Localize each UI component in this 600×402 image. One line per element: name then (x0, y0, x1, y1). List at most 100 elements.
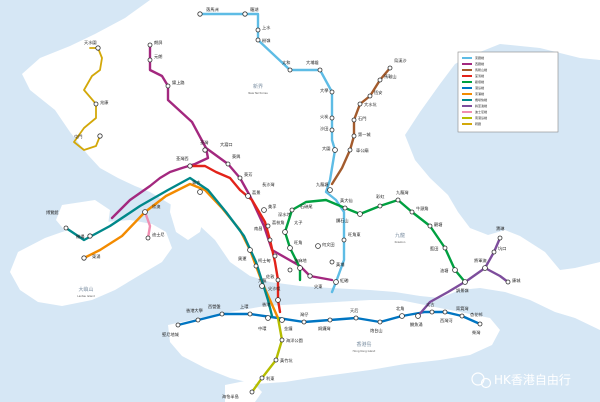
station-tai-wo[interactable] (287, 67, 293, 73)
station-kwun-tong[interactable] (427, 223, 433, 229)
station-wan-chai[interactable] (301, 319, 307, 325)
station-yuen-long[interactable] (147, 57, 153, 63)
station-sai-ying-pun[interactable] (219, 311, 225, 317)
station-university[interactable] (329, 89, 335, 95)
station-whampoa[interactable] (329, 259, 335, 265)
station-fanling[interactable] (255, 37, 261, 43)
station-choi-hung[interactable] (377, 203, 383, 209)
station-city-one[interactable] (351, 133, 357, 139)
station-olympic[interactable] (253, 263, 259, 269)
station-chai-wan[interactable] (477, 321, 483, 327)
station-hung-hom[interactable] (333, 279, 339, 285)
station-sheung-shui[interactable] (255, 27, 261, 33)
station-lam-tin[interactable] (442, 245, 448, 251)
station-yau-ma-tei[interactable] (297, 265, 303, 271)
station-south-horizons[interactable] (249, 389, 255, 395)
station-po-lam[interactable] (497, 235, 503, 241)
station-shek-mun[interactable] (351, 117, 357, 123)
station-airport[interactable] (87, 233, 93, 239)
station-mong-kok[interactable] (287, 245, 293, 251)
label-wu-kai-sha: 烏溪沙 (394, 57, 407, 64)
station-jordan[interactable] (275, 277, 281, 283)
station-kwai-fong[interactable] (237, 175, 243, 181)
station-cheung-sha-wan[interactable] (267, 237, 273, 243)
station-heng-on[interactable] (367, 93, 373, 99)
station-tai-shui-hang[interactable] (357, 101, 363, 107)
airport-express-line[interactable] (64, 176, 274, 318)
station-central[interactable] (265, 315, 271, 321)
stations (63, 11, 511, 395)
station-ngau-tau-kok[interactable] (409, 209, 415, 215)
station-tsuen-wan-west[interactable] (187, 163, 193, 169)
station-kam-sheung-road[interactable] (165, 83, 171, 89)
station-fo-tan[interactable] (329, 115, 335, 121)
station-kowloon[interactable] (259, 283, 265, 289)
station-kennedy-town[interactable] (175, 322, 181, 328)
region-hk-island: 香港島 (356, 341, 371, 348)
station-sai-wan-ho[interactable] (442, 309, 448, 315)
east-rail-line[interactable] (198, 12, 346, 294)
station-tung-chung[interactable] (81, 255, 87, 261)
label-tsuen-wan: 荃灣 (200, 139, 208, 146)
station-lok-ma-chau[interactable] (197, 11, 203, 17)
station-hang-hau[interactable] (491, 249, 497, 255)
station-kowloon-tong[interactable] (327, 187, 333, 193)
label-mong-kok: 旺角 (294, 239, 302, 246)
station-tseung-kwan-o[interactable] (482, 265, 488, 271)
station-lai-chi-kok[interactable] (265, 223, 271, 229)
label-fo-tan: 火炭 (320, 114, 328, 120)
station-north-point[interactable] (399, 313, 405, 319)
station-tiu-keng-leng[interactable] (462, 279, 468, 285)
station-shek-kip-mei[interactable] (289, 207, 295, 213)
station-lai-king[interactable] (245, 193, 251, 199)
station-sheung-wan[interactable] (247, 311, 253, 317)
station-kowloon-bay[interactable] (395, 197, 401, 203)
station-cwk-temple[interactable] (347, 147, 353, 153)
station-sunny-bay[interactable] (142, 209, 148, 215)
station-causeway-bay[interactable] (327, 317, 333, 323)
station-austin[interactable] (287, 267, 293, 273)
station-quarry-bay[interactable] (415, 313, 421, 319)
station-wong-tai-sin[interactable] (342, 205, 348, 211)
station-tai-wo-hau[interactable] (225, 161, 231, 167)
station-tsim-sha-tsui[interactable] (275, 297, 281, 303)
station-yau-tong[interactable] (452, 267, 458, 273)
station-sha-tin[interactable] (329, 127, 335, 133)
station-tin-shui-wai[interactable] (95, 45, 101, 51)
station-ho-man-tin[interactable] (315, 243, 321, 249)
station-lo-wu[interactable] (242, 11, 248, 17)
station-disneyland[interactable] (145, 235, 151, 241)
station-long-ping[interactable] (147, 42, 153, 48)
kwun-tong-line[interactable] (283, 198, 467, 284)
station-hku[interactable] (195, 317, 201, 323)
station-wu-kai-sha[interactable] (387, 65, 393, 71)
station-tai-koo[interactable] (429, 309, 435, 315)
station-tsuen-wan[interactable] (202, 147, 208, 153)
station-east-tsim-sha-tsui[interactable] (307, 273, 313, 279)
station-tai-po[interactable] (317, 67, 323, 73)
station-fortress-hill[interactable] (377, 319, 383, 325)
tsuen-wan-line[interactable] (188, 164, 282, 314)
station-shau-kei-wan[interactable] (459, 313, 465, 319)
island-line[interactable] (176, 310, 482, 327)
station-lei-tung[interactable] (259, 375, 265, 381)
station-tsing-yi[interactable] (197, 189, 203, 195)
station-nam-cheong[interactable] (247, 247, 253, 253)
west-rail-line[interactable] (110, 43, 334, 282)
station-wong-chuk-hang[interactable] (273, 357, 279, 363)
station-tai-wai[interactable] (332, 147, 338, 153)
station-admiralty[interactable] (279, 317, 285, 323)
station-mei-foo[interactable] (261, 207, 267, 213)
disneyland-line[interactable] (143, 210, 152, 240)
station-asiaworld[interactable] (63, 225, 69, 231)
station-tuen-mun[interactable] (97, 133, 103, 139)
station-lohas-park[interactable] (505, 279, 511, 285)
station-tin-hau[interactable] (353, 315, 359, 321)
station-siu-hong[interactable] (93, 101, 99, 107)
station-sham-shui-po[interactable] (272, 253, 278, 259)
station-ma-on-shan[interactable] (377, 77, 383, 83)
station-ocean-park[interactable] (279, 337, 285, 343)
station-diamond-hill[interactable] (357, 211, 363, 217)
station-mong-kok-east[interactable] (341, 237, 347, 243)
station-prince-edward[interactable] (282, 229, 288, 235)
